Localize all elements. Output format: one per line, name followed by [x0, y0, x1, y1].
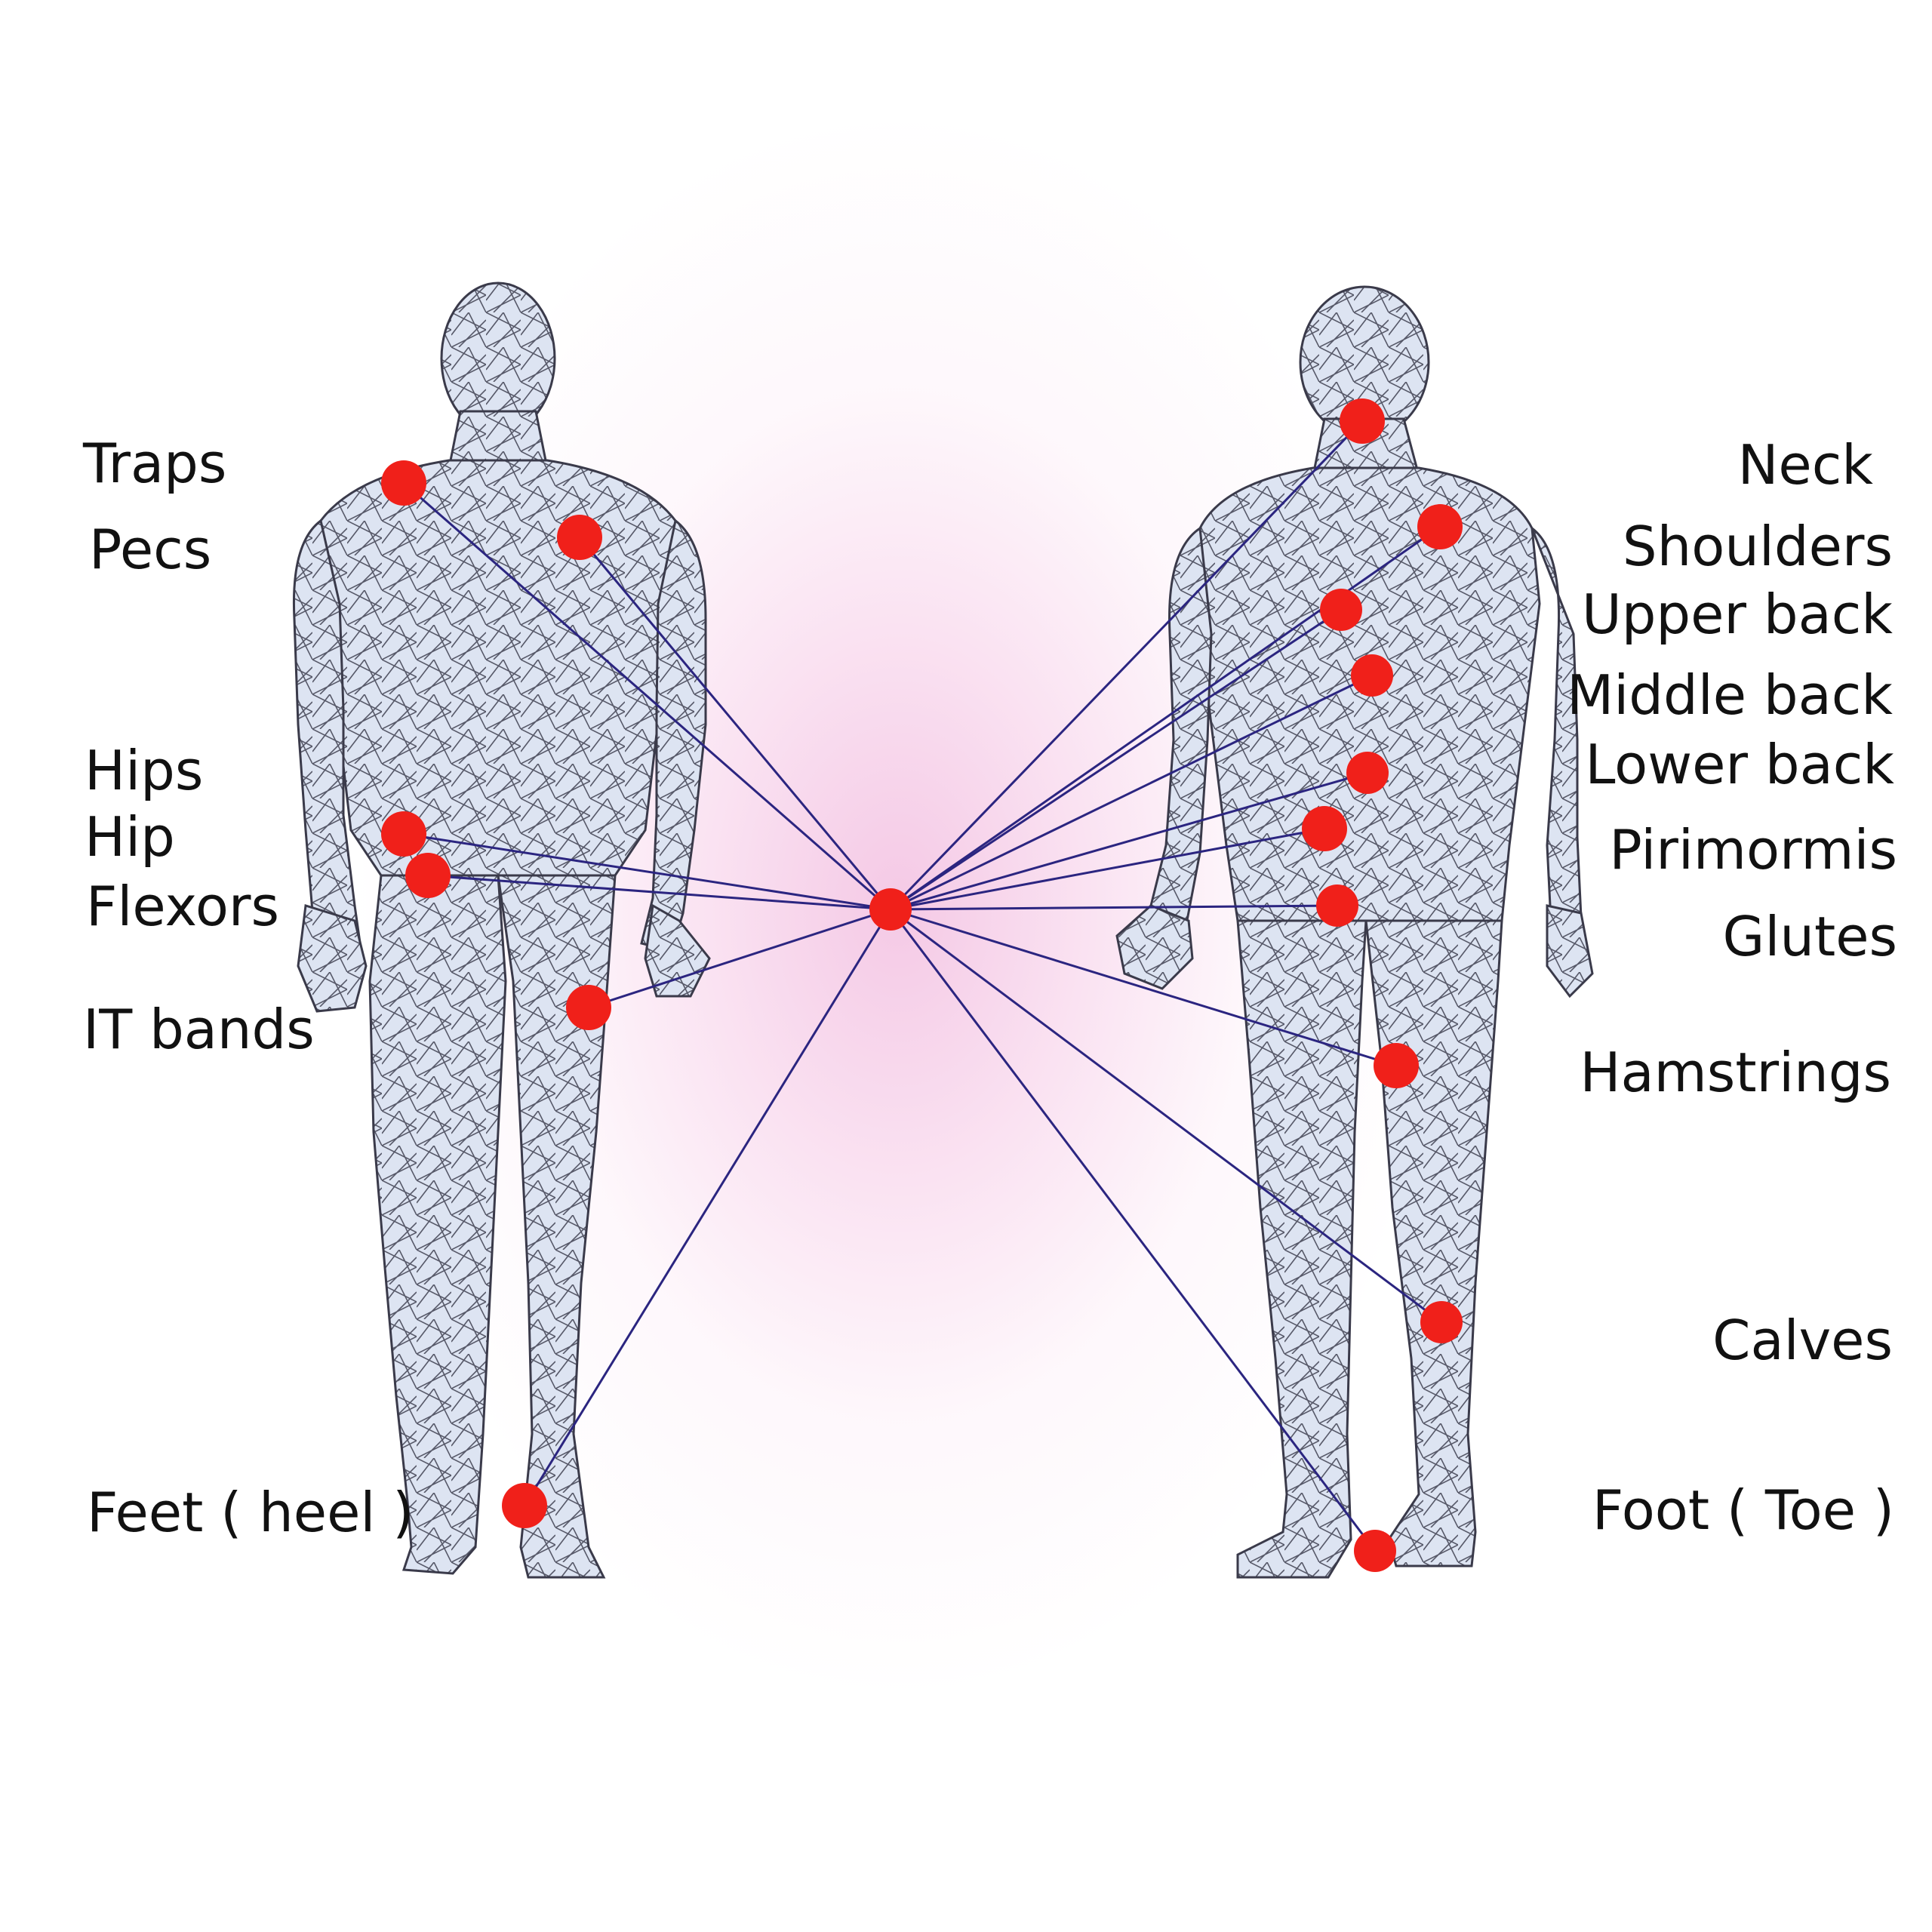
label-neck: Neck: [1737, 433, 1873, 497]
dot-hamstrings: [1374, 1043, 1419, 1088]
center-dot: [869, 888, 912, 931]
connector-calves: [890, 908, 1442, 1324]
back-left-leg: [1236, 919, 1367, 1579]
connector-feet-heel: [523, 909, 892, 1506]
dot-lower-back: [1346, 752, 1389, 794]
dot-foot-toe: [1354, 1530, 1396, 1572]
back-left-hand: [1115, 904, 1194, 990]
dot-calves: [1420, 1301, 1463, 1343]
label-hamstrings: Hamstrings: [1580, 1041, 1891, 1104]
dot-hip-flexors: [405, 853, 451, 898]
connector-foot-toe: [889, 909, 1377, 1552]
dot-glutes: [1316, 884, 1358, 927]
dot-pirimormis: [1302, 806, 1347, 851]
back-left-arm: [1146, 526, 1213, 934]
dot-traps: [381, 460, 426, 506]
back-right-leg: [1364, 919, 1503, 1567]
label-flexors: Flexors: [86, 875, 280, 938]
dot-middle-back: [1351, 654, 1393, 697]
back-figure: [1115, 285, 1594, 1579]
label-shoulders: Shoulders: [1622, 515, 1893, 578]
connector-hips: [403, 832, 891, 911]
label-pecs: Pecs: [89, 518, 212, 581]
label-upper-back: Upper back: [1582, 583, 1893, 646]
front-left-leg: [368, 874, 507, 1575]
front-torso: [315, 459, 681, 877]
dot-pecs: [557, 515, 602, 560]
label-feet-heel: Feet ( heel ): [87, 1481, 414, 1544]
front-left-arm: [292, 518, 364, 960]
dot-upper-back: [1320, 589, 1362, 631]
connector-hip-flexors: [427, 874, 891, 911]
dot-hips: [381, 811, 426, 857]
front-figure: [292, 281, 711, 1579]
label-calves: Calves: [1712, 1309, 1893, 1372]
front-left-hand: [297, 904, 368, 1013]
label-glutes: Glutes: [1722, 905, 1897, 968]
connector-pirimormis: [890, 827, 1325, 911]
dot-feet-heel: [502, 1483, 547, 1528]
front-right-arm: [640, 518, 707, 952]
label-middle-back: Middle back: [1567, 663, 1893, 727]
connector-hamstrings: [890, 908, 1397, 1067]
dot-neck: [1340, 398, 1385, 444]
label-hips: Hips: [85, 739, 204, 802]
label-pirimormis: Pirimormis: [1609, 818, 1897, 881]
connector-traps: [403, 481, 891, 911]
connector-lower-back: [890, 771, 1368, 911]
connector-pecs: [578, 537, 892, 910]
front-right-leg: [497, 874, 617, 1579]
connector-neck: [889, 420, 1364, 911]
label-hip: Hip: [85, 805, 175, 869]
connector-middle-back: [890, 674, 1373, 911]
label-foot-toe: Foot ( Toe ): [1592, 1478, 1894, 1542]
connector-glutes: [890, 904, 1338, 911]
label-traps: Traps: [83, 432, 227, 495]
back-right-hand: [1546, 904, 1594, 998]
connector-upper-back: [890, 608, 1342, 911]
label-lower-back: Lower back: [1585, 733, 1894, 796]
marker-dots: [381, 398, 1463, 1572]
dot-shoulders: [1417, 504, 1463, 549]
back-right-arm: [1529, 525, 1583, 922]
front-right-hand: [644, 903, 711, 998]
dot-it-bands: [566, 985, 611, 1030]
label-it-bands: IT bands: [83, 998, 315, 1061]
connector-it-bands: [588, 908, 891, 1009]
